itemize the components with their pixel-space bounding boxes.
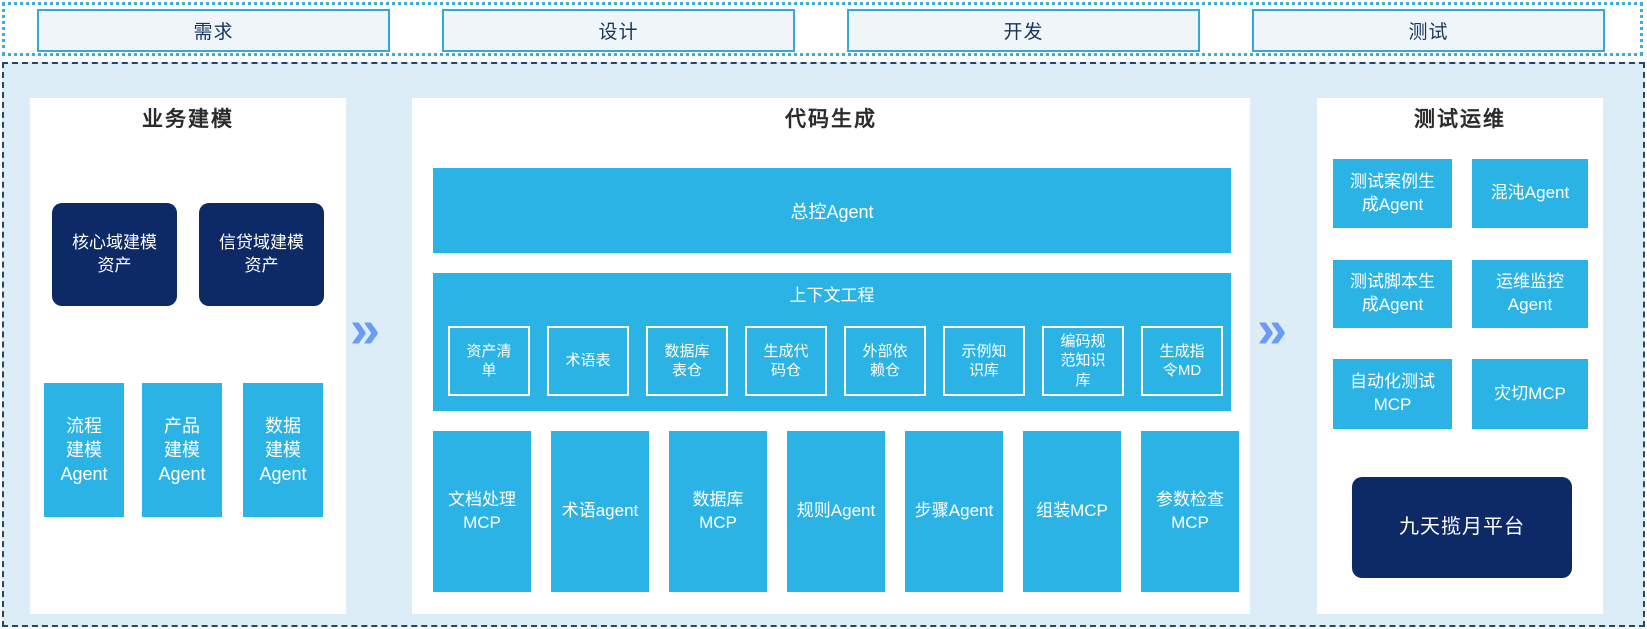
tool-box-param-check-mcp: 参数检查 MCP xyxy=(1141,431,1239,592)
chevron-right-icon: » xyxy=(350,299,381,359)
context-item-glossary: 术语表 xyxy=(547,326,629,396)
box-credit-domain-modeling-assets: 信贷域建模 资产 xyxy=(199,203,324,306)
title-test-ops: 测试运维 xyxy=(1414,108,1506,131)
chevron-right-icon: » xyxy=(1257,299,1288,359)
box-ops-monitoring-agent: 运维监控 Agent xyxy=(1472,260,1588,328)
master-agent-bar: 总控Agent xyxy=(433,168,1231,253)
phase-box-design: 设计 xyxy=(442,9,795,52)
phase-box-requirements: 需求 xyxy=(37,9,390,52)
title-business-modeling: 业务建模 xyxy=(142,108,234,131)
context-item-example-kb: 示例知 识库 xyxy=(943,326,1025,396)
box-jiutian-lanyue-platform: 九天揽月平台 xyxy=(1352,477,1572,578)
box-core-domain-modeling-assets: 核心域建模 资产 xyxy=(52,203,177,306)
context-item-gen-instruction-md: 生成指 令MD xyxy=(1141,326,1223,396)
box-automation-test-mcp: 自动化测试 MCP xyxy=(1333,359,1452,429)
panel-business-modeling xyxy=(30,98,346,614)
context-item-asset-list: 资产清 单 xyxy=(448,326,530,396)
phase-box-testing: 测试 xyxy=(1252,9,1605,52)
tool-box-doc-processing-mcp: 文档处理 MCP xyxy=(433,431,531,592)
box-test-case-gen-agent: 测试案例生 成Agent xyxy=(1333,159,1452,228)
context-item-coding-standard-kb: 编码规 范知识 库 xyxy=(1042,326,1124,396)
tool-box-rule-agent: 规则Agent xyxy=(787,431,885,592)
context-item-generated-code-repo: 生成代 码仓 xyxy=(745,326,827,396)
tool-box-database-mcp: 数据库 MCP xyxy=(669,431,767,592)
tool-box-assembly-mcp: 组装MCP xyxy=(1023,431,1121,592)
box-test-script-gen-agent: 测试脚本生 成Agent xyxy=(1333,260,1452,328)
box-data-modeling-agent: 数据 建模 Agent xyxy=(243,383,323,517)
context-item-external-deps-repo: 外部依 赖仓 xyxy=(844,326,926,396)
context-item-db-table-repo: 数据库 表仓 xyxy=(646,326,728,396)
box-chaos-agent: 混沌Agent xyxy=(1472,159,1588,228)
context-engineering-title: 上下文工程 xyxy=(789,286,875,305)
box-product-modeling-agent: 产品 建模 Agent xyxy=(142,383,222,517)
tool-box-terminology-agent: 术语agent xyxy=(551,431,649,592)
title-code-generation: 代码生成 xyxy=(785,108,877,131)
box-process-modeling-agent: 流程 建模 Agent xyxy=(44,383,124,517)
box-disaster-switch-mcp: 灾切MCP xyxy=(1472,359,1588,429)
tool-box-step-agent: 步骤Agent xyxy=(905,431,1003,592)
phase-box-development: 开发 xyxy=(847,9,1200,52)
